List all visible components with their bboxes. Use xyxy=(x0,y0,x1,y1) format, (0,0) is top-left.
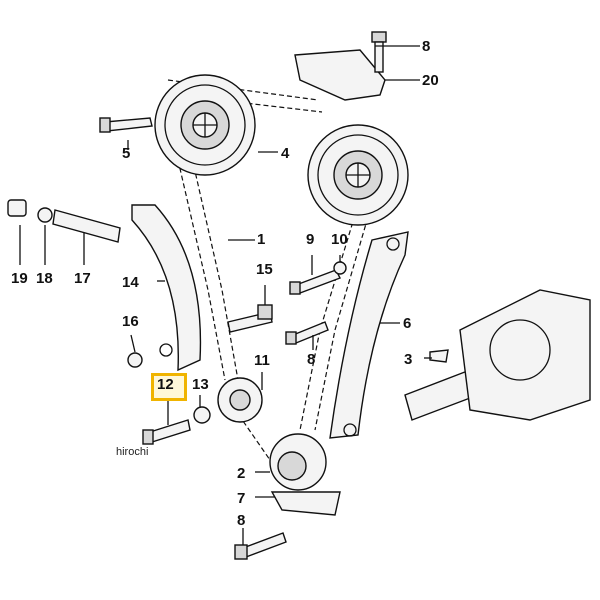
bolt-15 xyxy=(227,304,273,333)
callout-6: 6 xyxy=(403,315,412,332)
watermark: hirochi xyxy=(116,446,149,458)
callout-13: 13 xyxy=(192,376,209,393)
callout-17: 17 xyxy=(74,270,91,287)
bolt-8-mid xyxy=(285,321,329,345)
callout-8-mid: 8 xyxy=(307,351,316,368)
bolt-9 xyxy=(289,261,347,295)
tensioner-assembly xyxy=(7,199,121,243)
bolt-8-bottom xyxy=(234,532,287,560)
crankshaft xyxy=(404,289,591,421)
callout-16: 16 xyxy=(122,313,139,330)
washer-13 xyxy=(193,406,211,424)
callout-15: 15 xyxy=(256,261,273,278)
crankshaft-sprocket xyxy=(269,433,327,491)
tensioner-foot xyxy=(270,491,341,516)
callout-19: 19 xyxy=(11,270,28,287)
callout-1: 1 xyxy=(257,231,266,248)
callout-2: 2 xyxy=(237,465,246,482)
callout-7: 7 xyxy=(237,490,246,507)
camshaft-sprocket-left xyxy=(154,74,256,176)
callout-18: 18 xyxy=(36,270,53,287)
leader-lines xyxy=(19,45,432,545)
callout-20: 20 xyxy=(422,72,439,89)
highlight-box-12 xyxy=(151,373,187,401)
camshaft-sprocket-right xyxy=(307,124,409,226)
tensioner-rail xyxy=(131,204,202,372)
callout-10: 10 xyxy=(331,231,348,248)
callout-14: 14 xyxy=(122,274,139,291)
washer-16 xyxy=(127,352,143,368)
callout-12: 12 xyxy=(157,376,174,393)
chain-guide-bracket xyxy=(294,49,386,101)
bolt-8-top xyxy=(371,31,387,73)
callout-11: 11 xyxy=(254,352,270,369)
callout-4: 4 xyxy=(281,145,290,162)
callout-8-bottom: 8 xyxy=(237,512,246,529)
callout-8-top: 8 xyxy=(422,38,431,55)
guide-rail xyxy=(329,231,409,439)
bolt-5 xyxy=(99,117,153,133)
callout-9: 9 xyxy=(306,231,315,248)
intermediate-sprocket xyxy=(217,377,263,423)
bolt-12 xyxy=(142,419,191,445)
callout-5: 5 xyxy=(122,145,131,162)
callout-3: 3 xyxy=(404,351,413,368)
